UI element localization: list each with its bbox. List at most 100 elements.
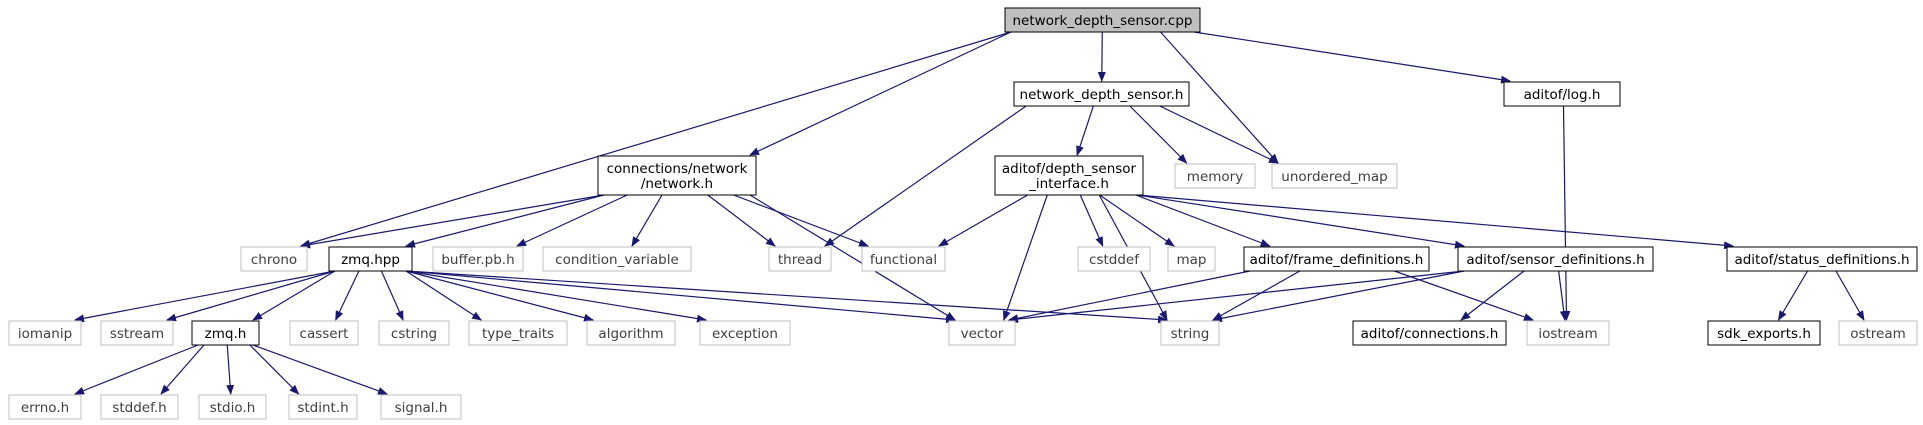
node-box	[1457, 246, 1654, 272]
edge-zmq_hpp-to-sstream	[166, 270, 336, 322]
node-cstring: cstring	[378, 320, 450, 346]
edge-dsi_h-to-map	[1099, 194, 1175, 247]
node-label: zmq.h	[205, 326, 247, 342]
node-chrono: chrono	[240, 246, 308, 272]
node-label: string	[1171, 326, 1210, 342]
edge-network_h-to-vector	[749, 194, 956, 321]
node-box	[1174, 163, 1256, 189]
edge-dsi_h-to-functional	[938, 194, 1028, 247]
node-box	[1352, 320, 1507, 346]
node-label: condition_variable	[555, 252, 679, 268]
node-label: iostream	[1538, 326, 1597, 342]
node-functional: functional	[861, 246, 946, 272]
node-string: string	[1160, 320, 1220, 346]
node-label: _interface.h	[1028, 176, 1109, 192]
node-label: connections/network	[607, 161, 748, 177]
node-iomanip: iomanip	[8, 320, 82, 346]
node-label: network_depth_sensor.h	[1020, 87, 1184, 103]
node-label: memory	[1187, 169, 1243, 185]
node-cstddef: cstddef	[1077, 246, 1151, 272]
node-label: thread	[778, 252, 822, 268]
node-map: map	[1167, 246, 1216, 272]
node-log-h[interactable]: aditof/log.h	[1503, 81, 1621, 107]
node-ostream: ostream	[1838, 320, 1918, 346]
edge-sensor_defs-to-connections_h	[1460, 270, 1525, 321]
node-frame-defs[interactable]: aditof/frame_definitions.h	[1243, 246, 1430, 272]
node-box	[289, 320, 359, 346]
node-sstream: sstream	[100, 320, 174, 346]
edge-sensor_defs-to-string	[1212, 270, 1465, 323]
edge-frame_defs-to-string	[1212, 270, 1301, 321]
node-nds-h[interactable]: network_depth_sensor.h	[1013, 81, 1190, 107]
node-label: zmq.hpp	[341, 252, 400, 268]
node-label: aditof/frame_definitions.h	[1250, 252, 1424, 268]
edge-zmq_hpp-to-exception	[405, 270, 707, 323]
node-zmq-h[interactable]: zmq.h	[191, 320, 260, 346]
node-stdio-h: stdio.h	[198, 394, 267, 420]
edge-nds_h-to-thread	[824, 105, 1027, 247]
node-box	[328, 246, 413, 272]
node-label: network_depth_sensor.cpp	[1013, 13, 1193, 29]
node-box	[191, 320, 260, 346]
edge-dsi_h-to-vector	[1002, 194, 1048, 321]
node-vector: vector	[948, 320, 1016, 346]
node-sdk-exports[interactable]: sdk_exports.h	[1707, 320, 1821, 346]
node-zmq-hpp[interactable]: zmq.hpp	[328, 246, 413, 272]
edge-zmq_h-to-errno_h	[74, 344, 199, 395]
node-stdint-h: stdint.h	[288, 394, 358, 420]
node-box	[994, 155, 1144, 196]
edge-zmq_hpp-to-cassert	[335, 270, 360, 321]
node-box	[1503, 81, 1621, 107]
node-box	[1707, 320, 1821, 346]
edge-dsi_h-to-cstddef	[1079, 194, 1104, 247]
node-label: exception	[712, 326, 778, 342]
node-root[interactable]: network_depth_sensor.cpp	[1004, 7, 1201, 33]
node-label: aditof/depth_sensor	[1002, 161, 1137, 177]
node-box	[1160, 320, 1220, 346]
node-label: aditof/sensor_definitions.h	[1466, 252, 1644, 268]
node-label: aditof/log.h	[1524, 87, 1601, 103]
edge-root-to-nds_h	[1097, 31, 1106, 82]
edge-zmq_hpp-to-type_traits	[405, 270, 482, 321]
edge-frame_defs-to-vector	[1008, 270, 1251, 323]
node-box	[1838, 320, 1918, 346]
node-box	[1167, 246, 1216, 272]
edge-nds_h-to-unordered_map	[1159, 105, 1279, 164]
node-box	[861, 246, 946, 272]
node-sensor-defs[interactable]: aditof/sensor_definitions.h	[1457, 246, 1654, 272]
node-dsi-h[interactable]: aditof/depth_sensor_interface.h	[994, 155, 1144, 196]
node-unordered-map: unordered_map	[1271, 163, 1398, 189]
node-box	[597, 155, 757, 196]
node-label: signal.h	[395, 400, 448, 416]
edge-network_h-to-buffer_pb	[516, 194, 628, 247]
node-box	[8, 394, 82, 420]
node-box	[1004, 7, 1201, 33]
node-memory: memory	[1174, 163, 1256, 189]
node-thread: thread	[768, 246, 832, 272]
node-box	[432, 246, 524, 272]
edge-sensor_defs-to-vector	[1008, 270, 1465, 324]
node-layer: network_depth_sensor.cpp network_depth_se…	[8, 7, 1918, 420]
node-label: aditof/status_definitions.h	[1734, 252, 1909, 268]
edge-zmq_hpp-to-cstring	[380, 270, 404, 321]
node-type-traits: type_traits	[468, 320, 568, 346]
node-label: sstream	[110, 326, 164, 342]
node-status-defs[interactable]: aditof/status_definitions.h	[1726, 246, 1918, 272]
edge-root-to-unordered_map	[1160, 31, 1279, 164]
node-label: algorithm	[598, 326, 663, 342]
node-network-h[interactable]: connections/network/network.h	[597, 155, 757, 196]
node-connections-h[interactable]: aditof/connections.h	[1352, 320, 1507, 346]
node-box	[542, 246, 692, 272]
node-label: cstddef	[1089, 252, 1140, 268]
node-label: buffer.pb.h	[441, 252, 514, 268]
edge-network_h-to-functional	[733, 194, 869, 247]
edge-zmq_hpp-to-zmq_h	[252, 270, 336, 321]
node-box	[240, 246, 308, 272]
node-label: iomanip	[18, 326, 72, 342]
node-box	[1243, 246, 1430, 272]
node-cassert: cassert	[289, 320, 359, 346]
node-box	[468, 320, 568, 346]
edge-zmq_h-to-stdint_h	[249, 344, 300, 395]
node-label: errno.h	[21, 400, 69, 416]
